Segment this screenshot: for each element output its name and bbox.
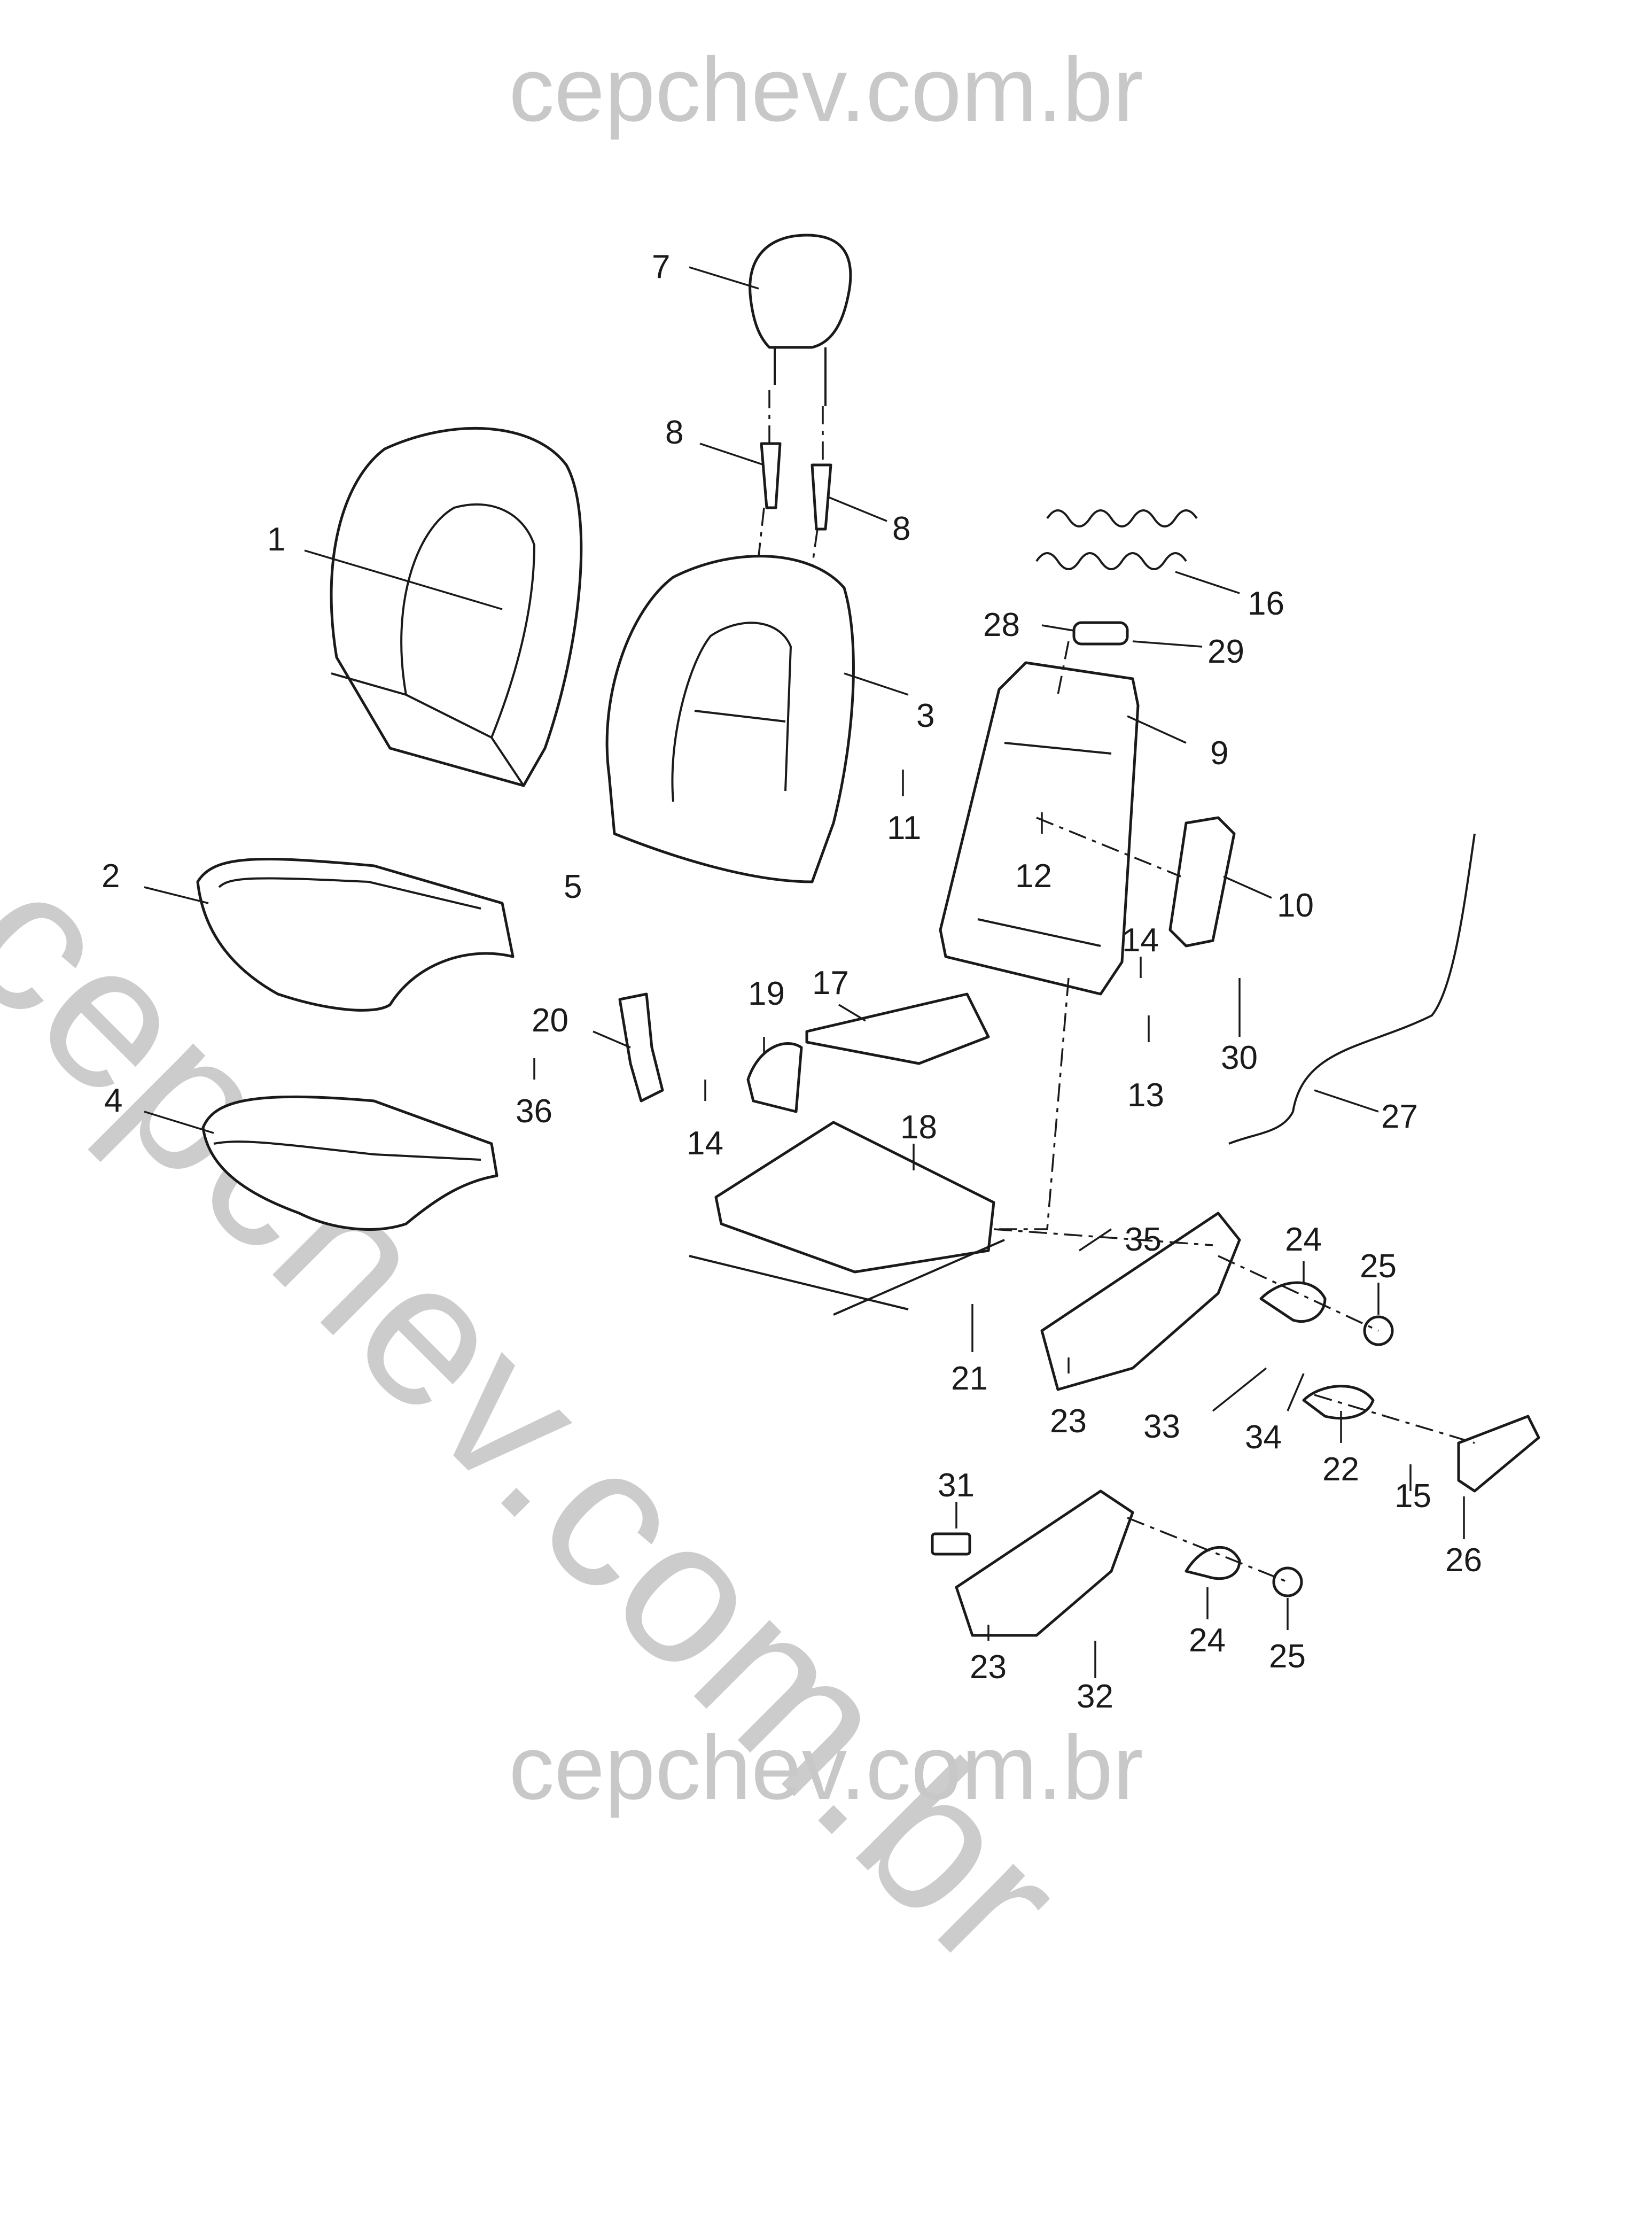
callout-13: 13: [1127, 1077, 1164, 1114]
part-18-seat-frame: [689, 1121, 1005, 1316]
part-2-cushion-cover: [196, 858, 515, 1012]
callout-14a: 14: [1122, 922, 1159, 959]
part-16-springs: [1035, 509, 1198, 570]
leader-lines: [144, 266, 1465, 1678]
callout-9: 9: [1210, 735, 1228, 772]
callout-34: 34: [1245, 1419, 1282, 1456]
callout-5: 5: [564, 868, 582, 905]
part-24-recliner-handle-upper: [1259, 1281, 1327, 1323]
part-25-cap-lower: [1272, 1566, 1303, 1597]
callout-8b: 8: [892, 510, 910, 547]
part-3-backrest-pad: [605, 555, 855, 883]
part-28-actuator: [1072, 621, 1129, 646]
callout-22: 22: [1322, 1451, 1359, 1488]
callout-26: 26: [1445, 1542, 1482, 1579]
callout-30: 30: [1221, 1039, 1258, 1076]
callout-33: 33: [1143, 1408, 1180, 1445]
callout-7: 7: [652, 249, 670, 285]
callout-31: 31: [938, 1467, 975, 1504]
callout-28: 28: [983, 607, 1020, 643]
callout-10: 10: [1277, 887, 1314, 924]
callout-17: 17: [812, 965, 849, 1002]
callout-14b: 14: [687, 1125, 723, 1162]
part-23-side-trim-upper: [1040, 1212, 1241, 1391]
callout-2: 2: [102, 858, 120, 895]
callout-25a: 25: [1360, 1248, 1397, 1285]
part-10-side-module: [1168, 816, 1236, 948]
callout-4: 4: [104, 1082, 122, 1119]
callout-11: 11: [887, 810, 921, 847]
callout-36: 36: [516, 1093, 552, 1130]
part-31-switch: [931, 1532, 971, 1556]
part-8-headrest-guides: [760, 442, 832, 531]
callout-35: 35: [1125, 1221, 1162, 1258]
callout-12: 12: [1015, 858, 1052, 895]
part-26-lever: [1457, 1415, 1540, 1493]
watermark-footer: cepchev.com.br: [509, 1717, 1143, 1819]
callout-29: 29: [1207, 633, 1244, 670]
callout-25b: 25: [1269, 1638, 1306, 1675]
part-1-backrest-cover: [330, 427, 583, 787]
callout-24a: 24: [1285, 1221, 1322, 1258]
callout-3: 3: [916, 697, 934, 734]
part-4-cushion-pad: [201, 1095, 498, 1231]
callout-19: 19: [748, 975, 785, 1012]
callout-1: 1: [267, 521, 285, 558]
part-20-belt-buckle: [618, 992, 664, 1103]
callout-21: 21: [951, 1360, 988, 1397]
parts-diagram: cepchev.com.br cepchev.com.br cepchev.co…: [0, 39, 1540, 2010]
callout-15: 15: [1394, 1478, 1431, 1515]
callout-16: 16: [1248, 585, 1284, 622]
part-17-suspension-mat: [805, 992, 990, 1065]
part-7-headrest: [749, 234, 852, 406]
part-19-bracket: [746, 1042, 803, 1113]
part-27-wiring-harness: [1228, 833, 1476, 1145]
callout-20: 20: [532, 1002, 568, 1039]
callout-numbers: 1 2 3 4 5 7 8 8 9 10 11 12 13 14 14 15 1…: [102, 249, 1482, 1715]
diagram-drawing: 1 2 3 4 5 7 8 8 9 10 11 12 13 14 14 15 1…: [102, 234, 1540, 1715]
callout-24b: 24: [1189, 1622, 1226, 1659]
callout-18: 18: [900, 1109, 937, 1146]
callout-23a: 23: [1050, 1403, 1087, 1440]
part-9-backrest-frame: [939, 661, 1140, 996]
part-23-side-trim-lower: [955, 1489, 1134, 1637]
part-24-recliner-handle-lower: [1185, 1546, 1241, 1580]
assembly-lines: [758, 390, 1475, 1583]
callout-23b: 23: [970, 1649, 1007, 1686]
callout-8a: 8: [665, 414, 683, 451]
watermark-header: cepchev.com.br: [509, 39, 1143, 141]
callout-27: 27: [1381, 1098, 1418, 1135]
callout-32: 32: [1077, 1678, 1113, 1715]
